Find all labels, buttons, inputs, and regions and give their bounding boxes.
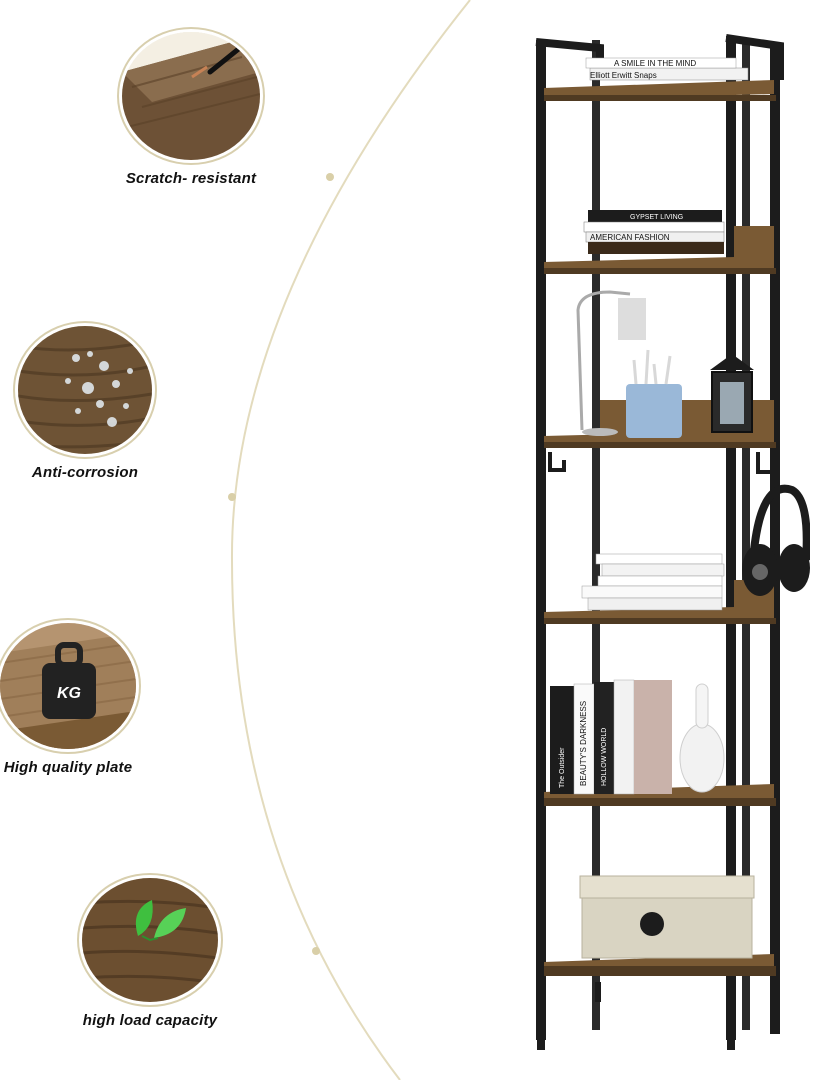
lantern: [710, 354, 754, 433]
weight-label: KG: [57, 685, 81, 702]
frame-post: [592, 40, 600, 1030]
feature-caption: High quality plate: [3, 759, 133, 776]
book-spine: BEAUTY'S DARKNESS: [579, 701, 588, 786]
pen-holder: [626, 349, 682, 438]
storage-box: [579, 875, 755, 959]
feature-scratch-resistant: Scratch- resistant: [122, 32, 260, 187]
feature-caption: Scratch- resistant: [125, 170, 257, 187]
book-stack-top: A SMILE IN THE MIND Elliott Erwitt Snaps: [585, 57, 749, 81]
headphones: [742, 484, 811, 596]
frame-post: [770, 44, 780, 1034]
feature-high-quality-plate: KG High quality plate: [0, 623, 136, 776]
feature-caption: Anti-corrosion: [31, 464, 139, 481]
feature-anti-corrosion: Anti-corrosion: [18, 326, 152, 481]
arc-dot: [312, 947, 320, 955]
book-title: A SMILE IN THE MIND: [614, 59, 696, 68]
desk-lamp: [576, 290, 646, 436]
shelf: [544, 226, 776, 274]
bookshelf-illustration: A SMILE IN THE MIND Elliott Erwitt Snaps…: [520, 20, 811, 1080]
book-spine: HOLLOW WORLD: [601, 728, 608, 786]
scratch-wood-icon: [122, 32, 260, 160]
feature-caption: high load capacity: [82, 1012, 218, 1029]
book-stack-mid: GYPSET LIVING AMERICAN FASHION: [583, 210, 725, 254]
feature-high-load-capacity: high load capacity: [82, 878, 218, 1029]
book-row-upright: The Outsider HOLLOW WORLD BEAUTY'S DARKN…: [550, 679, 672, 795]
book-title: Elliott Erwitt Snaps: [590, 71, 657, 80]
book-spine: The Outsider: [559, 747, 566, 788]
weight-kg-icon: KG: [0, 623, 136, 749]
frame-post: [536, 40, 546, 1040]
water-droplet-wood-icon: [18, 326, 152, 454]
arc-dot: [228, 493, 236, 501]
frame-post: [726, 36, 736, 1040]
leaf-icon: [82, 878, 218, 1002]
book-title: AMERICAN FASHION: [590, 233, 670, 242]
book-title: GYPSET LIVING: [630, 214, 683, 221]
book-stack-4: [581, 553, 725, 611]
frame-post: [742, 40, 750, 1030]
arc-dot: [326, 173, 334, 181]
vase: [679, 683, 725, 793]
shelf: [544, 80, 776, 101]
